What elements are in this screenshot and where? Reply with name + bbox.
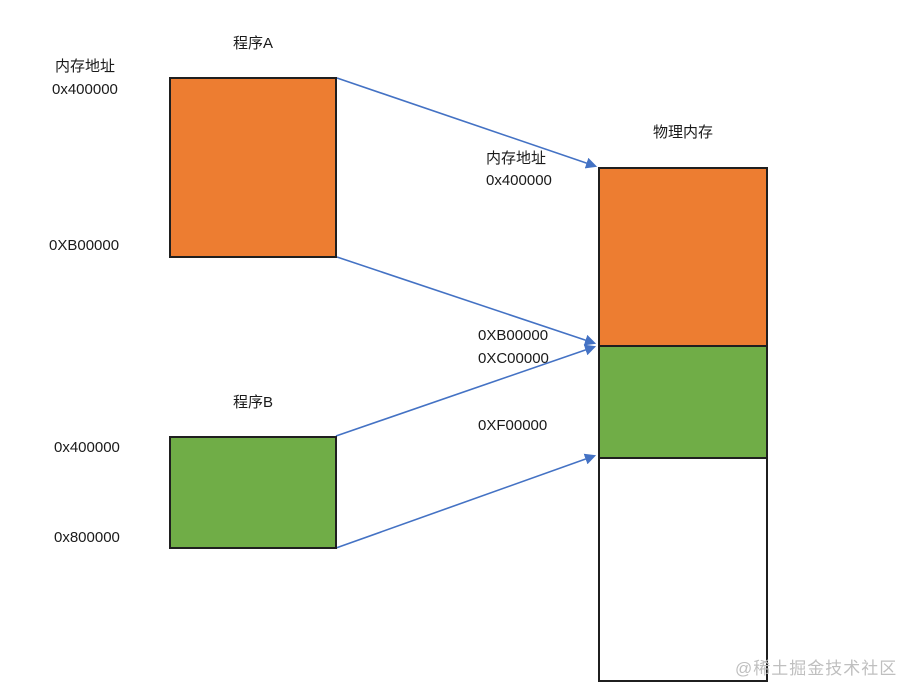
physical-segment-program-a	[600, 169, 766, 347]
program-a-end-addr: 0XB00000	[49, 237, 120, 254]
program-a-memory-box	[169, 77, 337, 258]
physical-segment-program-b	[600, 347, 766, 459]
program-a-start-addr: 0x400000	[52, 81, 118, 98]
program-a-addr-label: 内存地址	[55, 58, 116, 75]
watermark: @稀土掘金技术社区	[735, 659, 898, 678]
program-b-start-addr: 0x400000	[54, 439, 120, 456]
physical-memory-box	[598, 167, 768, 682]
physical-a-end-addr: 0XB00000	[478, 327, 549, 344]
program-b-memory-box	[169, 436, 337, 549]
mapping-line-b-start	[335, 344, 597, 437]
physical-memory-title: 物理内存	[652, 124, 713, 141]
program-b-title: 程序B	[232, 394, 273, 411]
mapping-line-a-start	[336, 77, 598, 169]
mapping-line-a-end	[336, 256, 597, 346]
physical-b-start-addr: 0XC00000	[478, 350, 549, 367]
physical-b-end-addr: 0XF00000	[478, 417, 548, 434]
program-b-end-addr: 0x800000	[54, 529, 120, 546]
physical-start-addr: 0x400000	[486, 172, 552, 189]
physical-addr-label: 内存地址	[486, 150, 547, 167]
program-a-title: 程序A	[232, 35, 273, 52]
physical-segment-free	[600, 459, 766, 680]
mapping-line-b-end	[335, 453, 597, 549]
